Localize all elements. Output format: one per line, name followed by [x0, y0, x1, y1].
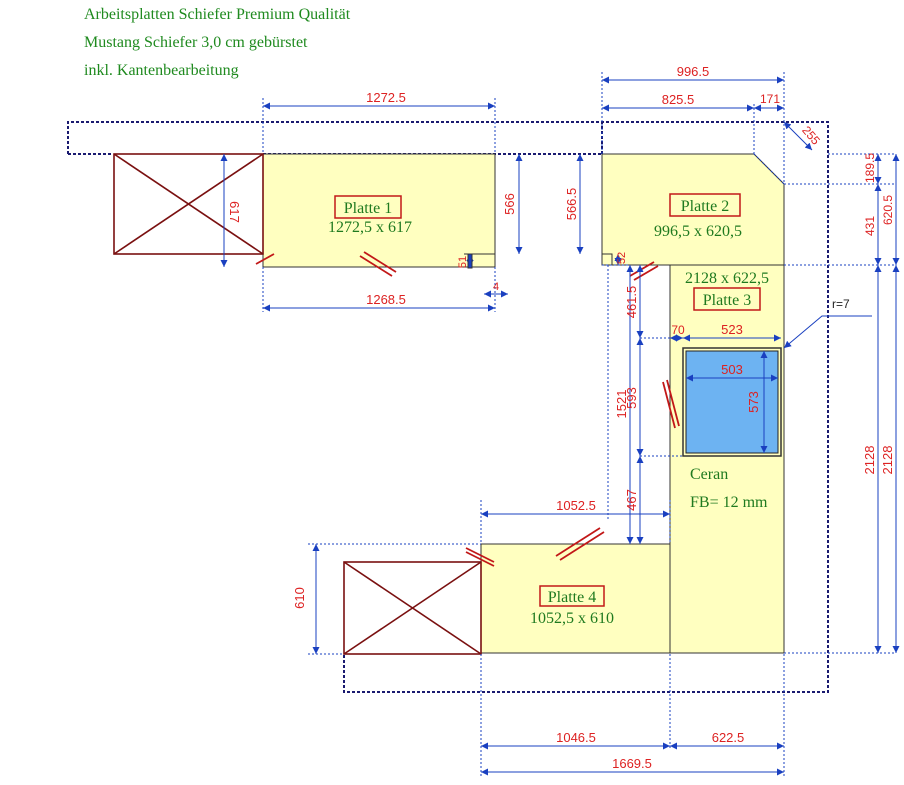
dim-2128-a: 2128 [862, 446, 877, 475]
plate-2-title-box [669, 193, 741, 217]
plate-3-shape [669, 264, 785, 654]
dim-431: 431 [863, 216, 877, 236]
dim-1521: 1521 [614, 390, 629, 419]
plate-1-title: Platte 1 [344, 200, 392, 217]
dim-467: 467 [624, 489, 639, 511]
header-line-1: Arbeitsplatten Schiefer Premium Qualität [84, 6, 351, 23]
dim-4: 4 [493, 281, 499, 293]
plate-1-shape [262, 153, 496, 268]
dim-1669-5: 1669.5 [612, 756, 652, 771]
plate-3-title: Platte 3 [703, 292, 751, 309]
plate-3-size: 2128 x 622,5 [685, 270, 769, 287]
plate-4-title-box [539, 585, 605, 607]
appliance-box-bottom [343, 561, 482, 655]
plate-2-size: 996,5 x 620,5 [654, 223, 742, 240]
dim-617: 617 [227, 201, 242, 223]
dim-70: 70 [671, 323, 685, 337]
plate-2-shape [601, 153, 785, 266]
fb-label: FB= 12 mm [690, 494, 768, 511]
dimension-lines [220, 72, 900, 778]
ceran-frame [682, 347, 782, 457]
dim-996-5: 996.5 [677, 64, 710, 79]
dim-825-5: 825.5 [662, 92, 695, 107]
dim-566: 566 [502, 193, 517, 215]
dim-593: 593 [624, 387, 639, 409]
dim-503: 503 [721, 362, 743, 377]
plate-4-title: Platte 4 [548, 589, 596, 606]
plate-4-shape [480, 543, 671, 654]
plate-1-size: 1272,5 x 617 [328, 219, 412, 236]
dim-1052-5: 1052.5 [556, 498, 596, 513]
dim-2128-b: 2128 [880, 446, 895, 475]
plate-4-size: 1052,5 x 610 [530, 610, 614, 627]
appliance-box-left [113, 153, 264, 255]
dim-573: 573 [746, 391, 761, 413]
header-line-2: Mustang Schiefer 3,0 cm gebürstet [84, 34, 308, 51]
dim-1268-5: 1268.5 [366, 292, 406, 307]
dim-171: 171 [760, 92, 780, 106]
ceran-label: Ceran [690, 466, 728, 483]
header-line-3: inkl. Kantenbearbeitung [84, 62, 239, 79]
dim-52: 52 [616, 252, 628, 264]
plate-2-title: Platte 2 [681, 198, 729, 215]
dim-1046-5: 1046.5 [556, 730, 596, 745]
plate-notch-details [464, 253, 613, 269]
dimension-labels: 1272.5 1268.5 617 566 51 4 996.5 825.5 1… [227, 64, 895, 771]
dim-51: 51 [457, 256, 469, 268]
dim-620-5: 620.5 [881, 195, 895, 225]
dim-523: 523 [721, 322, 743, 337]
dim-622-5: 622.5 [712, 730, 745, 745]
plate-1-title-box [334, 195, 402, 219]
dim-461-5: 461.5 [624, 286, 639, 319]
dim-566-5: 566.5 [564, 188, 579, 221]
radius-label: r=7 [832, 297, 850, 311]
plate-3-title-box [693, 287, 761, 311]
dim-255: 255 [799, 123, 823, 148]
dim-189-5: 189.5 [863, 153, 877, 183]
dim-610: 610 [292, 587, 307, 609]
dim-1272-5: 1272.5 [366, 90, 406, 105]
